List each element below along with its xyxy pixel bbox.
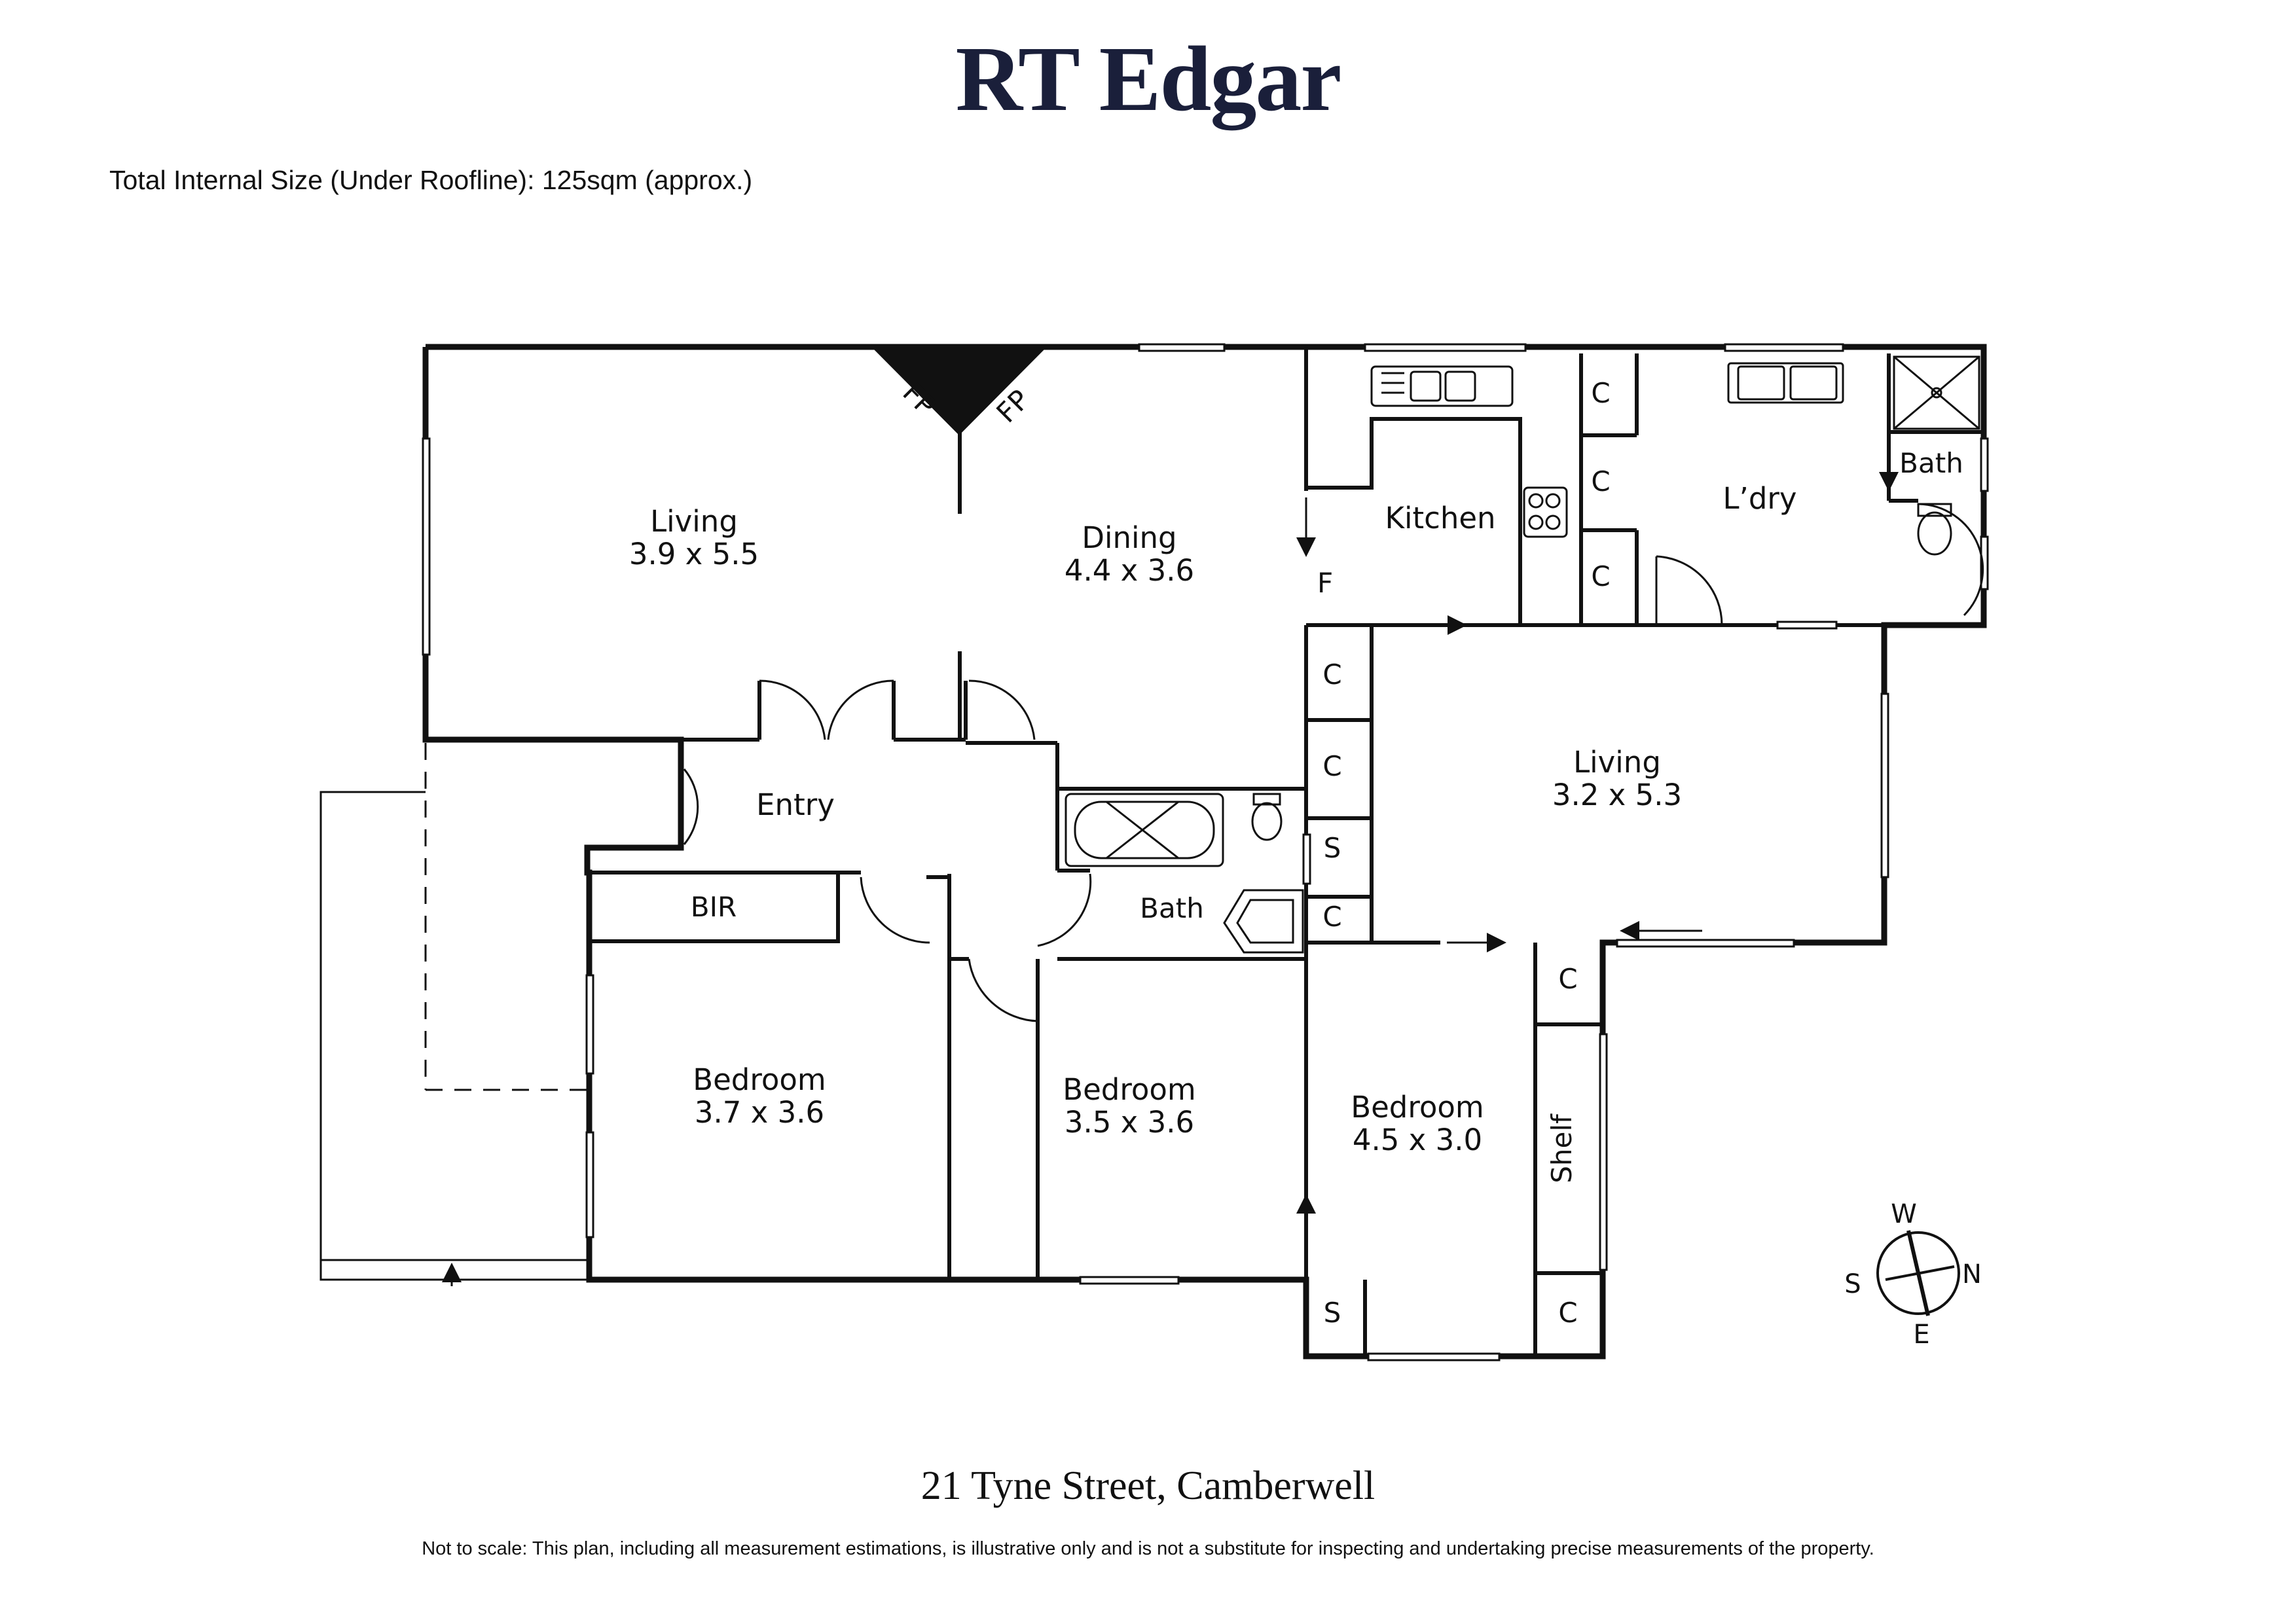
kitchen-name: Kitchen <box>1385 501 1495 535</box>
cupboard-label-7: C <box>1558 963 1577 995</box>
brand-logo: RT Edgar <box>955 27 1342 130</box>
laundry-name: L’dry <box>1722 481 1796 516</box>
bedroom-2-dims: 3.5 x 3.6 <box>1065 1105 1194 1140</box>
interior-walls <box>587 347 1984 1358</box>
living-rear-dims: 3.2 x 5.3 <box>1552 778 1682 812</box>
size-note: Total Internal Size (Under Roofline): 12… <box>109 165 753 195</box>
entry-name: Entry <box>756 787 835 822</box>
storage-label-2: S <box>1324 1297 1341 1329</box>
storage-label-1: S <box>1324 832 1341 864</box>
cupboard-label-4: C <box>1322 658 1341 691</box>
fridge-label: F <box>1317 567 1333 599</box>
bedroom-3-name: Bedroom <box>1351 1090 1484 1125</box>
cupboard-label-1: C <box>1591 377 1610 409</box>
cupboard-label-3: C <box>1591 560 1610 592</box>
cupboard-label-2: C <box>1591 465 1610 497</box>
dining-name: Dining <box>1082 520 1176 555</box>
shelf-label: Shelf <box>1546 1113 1578 1183</box>
bir-name: BIR <box>691 891 737 923</box>
cupboard-label-5: C <box>1322 750 1341 782</box>
compass <box>1876 1230 1960 1316</box>
living-rear-name: Living <box>1573 745 1661 780</box>
living-main-dims: 3.9 x 5.5 <box>629 537 759 571</box>
compass-north: N <box>1962 1259 1982 1289</box>
disclaimer: Not to scale: This plan, including all m… <box>422 1538 1874 1559</box>
cupboard-label-6: C <box>1322 901 1341 933</box>
living-main-name: Living <box>650 504 738 539</box>
bedroom-1-name: Bedroom <box>693 1062 826 1097</box>
bath-rear-name: Bath <box>1899 447 1963 479</box>
bath-main-name: Bath <box>1140 892 1204 924</box>
doors <box>683 503 1984 1022</box>
windows <box>422 343 1989 1361</box>
bedroom-3-dims: 4.5 x 3.0 <box>1353 1123 1482 1157</box>
fireplace <box>874 350 1044 435</box>
compass-east: E <box>1913 1320 1929 1350</box>
compass-south: S <box>1844 1269 1861 1299</box>
bedroom-2-name: Bedroom <box>1063 1072 1196 1107</box>
fixtures-lines <box>1065 355 1980 954</box>
cupboard-label-8: C <box>1558 1297 1577 1329</box>
property-address: 21 Tyne Street, Camberwell <box>920 1464 1376 1508</box>
dining-dims: 4.4 x 3.6 <box>1065 553 1194 588</box>
compass-west: W <box>1891 1199 1917 1229</box>
bedroom-1-dims: 3.7 x 3.6 <box>695 1095 824 1130</box>
arrows <box>442 439 1899 1286</box>
porch-outline <box>319 743 587 1281</box>
